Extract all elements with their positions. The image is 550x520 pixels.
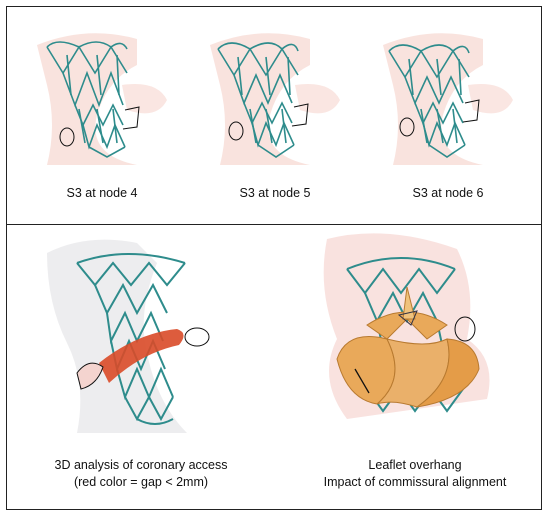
caption-node-6: S3 at node 6 xyxy=(412,186,484,200)
panel-node-4 xyxy=(27,25,177,175)
caption-leaflet-overhang-line1: Leaflet overhang xyxy=(368,458,462,472)
coronary-gap-band xyxy=(99,329,184,383)
leaflet-overhang-illustration xyxy=(323,233,490,419)
panel-node-5 xyxy=(200,25,350,175)
caption-leaflet-overhang-line2: Impact of commissural alignment xyxy=(323,475,507,489)
row-divider xyxy=(7,224,541,225)
caption-leaflet-overhang: Leaflet overhang Impact of commissural a… xyxy=(295,457,535,491)
stent-node-6-illustration xyxy=(383,33,513,166)
panel-coronary-access xyxy=(37,233,237,453)
panel-node-6 xyxy=(373,25,523,175)
caption-node-4: S3 at node 4 xyxy=(66,186,138,200)
caption-coronary-access-line2: (red color = gap < 2mm) xyxy=(73,475,209,489)
caption-coronary-access: 3D analysis of coronary access (red colo… xyxy=(21,457,261,491)
caption-coronary-access-line1: 3D analysis of coronary access xyxy=(54,458,228,472)
coronary-access-illustration xyxy=(47,239,210,433)
stent-node-4-illustration xyxy=(37,33,167,166)
stent-node-5-illustration xyxy=(210,33,340,166)
panel-leaflet-overhang xyxy=(307,229,517,449)
figure-frame: S3 at node 4 S3 at node 5 xyxy=(6,6,542,510)
caption-node-5: S3 at node 5 xyxy=(239,186,311,200)
